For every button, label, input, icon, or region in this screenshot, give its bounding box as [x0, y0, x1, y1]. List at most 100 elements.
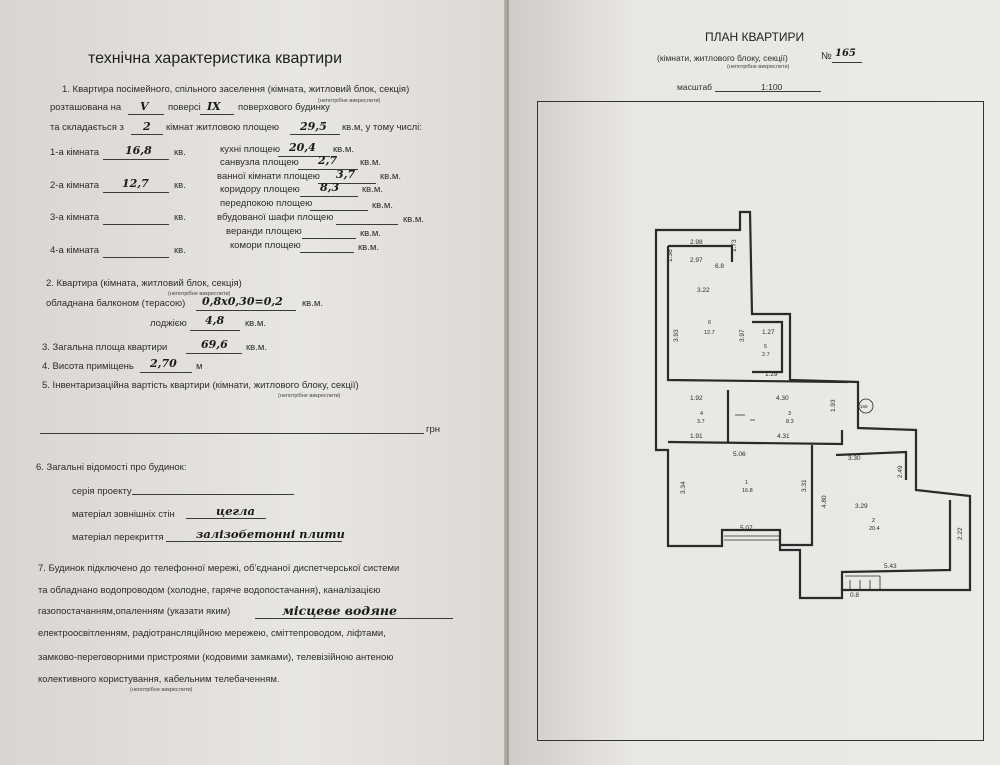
balcony-unit: кв.м. — [302, 298, 324, 309]
height-value: 2,70 — [150, 357, 177, 370]
aux-corridor-label: коридору площею — [220, 184, 300, 195]
series-label: серія проекту — [72, 486, 132, 497]
plan-subtitle: (кімнати, житлового блоку, секції) — [657, 53, 788, 63]
walls-label: матеріал зовнішніх стін — [72, 509, 175, 520]
aux-hall-unit: кв.м. — [372, 200, 394, 211]
dim-322: 3.22 — [697, 287, 710, 294]
aux-corridor-value: 8,3 — [320, 181, 340, 194]
aux-wc-label: санвузла площею — [220, 157, 299, 168]
dim-249: 2.49 — [897, 465, 904, 478]
s1-line3c: кв.м, у тому числі: — [342, 122, 422, 133]
dim-331: 3.31 — [801, 479, 808, 492]
room-3-unit: кв. — [174, 212, 186, 223]
room-3-label: 3-а кімната — [50, 212, 100, 223]
balcony-value: 0,8х0,30=0,2 — [202, 295, 283, 308]
living-area-value: 29,5 — [300, 120, 327, 133]
floors-value: залізобетонні плити — [196, 527, 345, 541]
room-2-unit: кв. — [174, 180, 186, 191]
height-label: 4. Висота приміщень — [42, 361, 134, 372]
loggia-label: лоджією — [150, 318, 187, 329]
floors-label: матеріал перекриття — [72, 532, 164, 543]
aux-wc-unit: кв.м. — [360, 157, 382, 168]
plan-note: (непотрібне викреслити) — [727, 64, 790, 70]
total-area-value: 69,6 — [201, 338, 228, 351]
room-1-label: 1-а кімната — [50, 147, 100, 158]
flat-number-mark: 165 — [860, 404, 868, 409]
room-3-number: 3 — [788, 411, 791, 417]
plan-number-value: 165 — [835, 48, 856, 59]
aux-storage-label: комори площею — [230, 240, 301, 251]
loggia-unit: кв.м. — [245, 318, 267, 329]
loggia-value: 4,8 — [205, 314, 225, 327]
aux-wardrobe-label: вбудованої шафи площею — [217, 212, 334, 223]
s7-note: (непотрібне викреслити) — [130, 687, 193, 693]
rooms-count-value: 2 — [143, 120, 151, 133]
aux-kitchen-unit: кв.м. — [333, 144, 355, 155]
total-area-label: 3. Загальна площа квартири — [42, 342, 168, 353]
aux-kitchen-label: кухні площею — [220, 144, 280, 155]
dim-127: 1.27 — [762, 329, 775, 336]
s2-note: (непотрібне викреслити) — [168, 291, 231, 297]
room-3-area: 8.3 — [786, 419, 794, 425]
s2-line1: 2. Квартира (кімната, житловий блок, сек… — [46, 278, 242, 289]
dim-543: 5.43 — [884, 563, 897, 570]
dim-191: 1.91 — [690, 433, 703, 440]
room-2-label: 2-а кімната — [50, 180, 100, 191]
dim-330: 3.30 — [848, 455, 861, 462]
s1-line2a: розташована на — [50, 102, 122, 113]
dim-480: 4.80 — [821, 495, 828, 508]
floor-value: V — [140, 100, 149, 113]
dim-506: 5.06 — [733, 451, 746, 458]
dim-173: 1.73 — [731, 239, 738, 252]
s5-note: (непотрібне викреслити) — [278, 393, 341, 399]
s7-line6: колективного користування, кабельним тел… — [38, 674, 280, 685]
dim-334: 3.34 — [680, 481, 687, 494]
dim-192: 1.92 — [690, 395, 703, 402]
aux-storage-unit: кв.м. — [358, 242, 380, 253]
dim-397: 3.97 — [739, 329, 746, 342]
aux-veranda-unit: кв.м. — [360, 228, 382, 239]
aux-wc-value: 2,7 — [318, 154, 338, 167]
dim-136: 1.36 — [667, 249, 674, 262]
room-5-number: 5 — [764, 344, 767, 350]
aux-corridor-unit: кв.м. — [362, 184, 384, 195]
aux-bath-label: ванної кімнати площею — [217, 171, 320, 182]
room-6-number: 6 — [708, 320, 711, 326]
room-2-value: 12,7 — [122, 177, 149, 190]
heating-value: місцеве водяне — [282, 603, 398, 618]
balcony-label: обладнана балконом (терасою) — [46, 298, 186, 309]
total-area-unit: кв.м. — [246, 342, 268, 353]
doc-title: технічна характеристика квартири — [88, 50, 343, 67]
aux-bath-value: 3,7 — [336, 168, 356, 181]
storeys-value: IX — [207, 100, 221, 113]
dim-298: 2.98 — [690, 239, 703, 246]
room-4-number: 4 — [700, 411, 703, 417]
dim-297: 2.97 — [690, 257, 703, 264]
right-page: ПЛАН КВАРТИРИ (кімнати, житлового блоку,… — [509, 0, 1000, 765]
room-4-area: 3.7 — [697, 419, 705, 425]
room-5-area: 2.7 — [762, 352, 770, 358]
s7-line4: електроосвітленням, радіотрансляційною м… — [38, 628, 386, 639]
room-4-unit: кв. — [174, 245, 186, 256]
s6-title: 6. Загальні відомості про будинок: — [36, 462, 187, 473]
s5-line1: 5. Інвентаризаційна вартість квартири (к… — [42, 380, 359, 391]
plan-title: ПЛАН КВАРТИРИ — [705, 30, 805, 44]
aux-bath-unit: кв.м. — [380, 171, 402, 182]
room-6-area: 12.7 — [704, 330, 715, 336]
room-2-area: 20.4 — [869, 526, 880, 532]
height-unit: м — [196, 361, 203, 372]
s1-note: (непотрібне викреслити) — [318, 98, 381, 104]
dim-129: 1.29 — [765, 371, 778, 378]
room-1-number: 1 — [745, 480, 748, 486]
s1-line2c: поверхового будинку — [238, 102, 330, 113]
aux-kitchen-value: 20,4 — [289, 141, 316, 154]
s1-line3a: та складається з — [50, 122, 124, 133]
s7-line3: газопостачанням,опаленням (указати яким) — [38, 606, 231, 617]
dim-507: 5.07 — [740, 525, 753, 532]
dim-08: 0.8 — [850, 592, 859, 599]
s7-line1: 7. Будинок підключено до телефонної мере… — [38, 563, 400, 574]
page-fold — [504, 0, 512, 765]
dim-431: 4.31 — [777, 433, 790, 440]
scale-value: 1:100 — [761, 82, 783, 92]
